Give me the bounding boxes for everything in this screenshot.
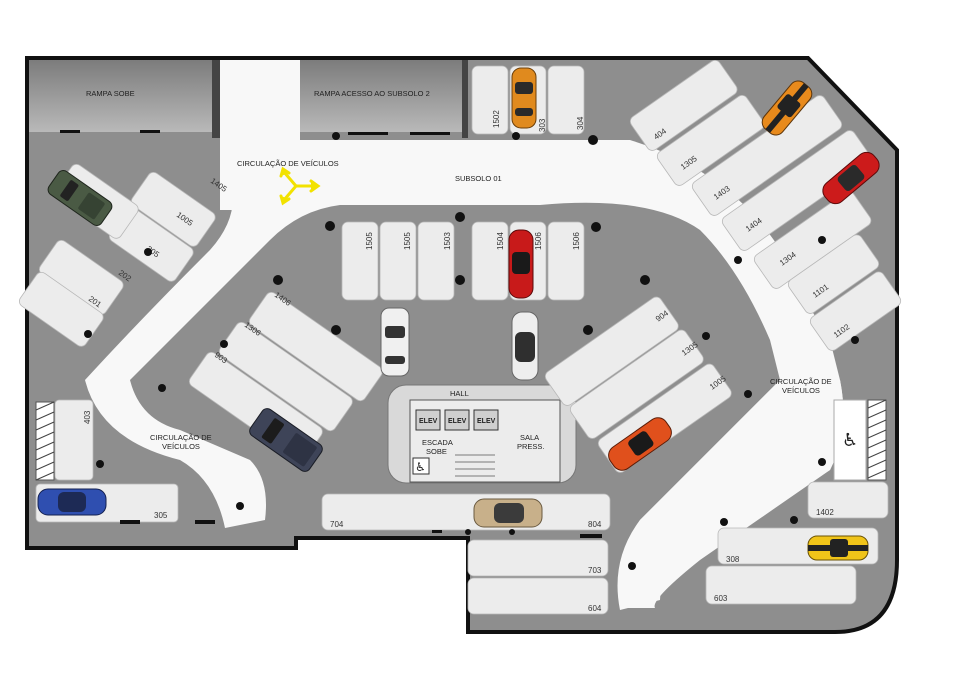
navy-pickup xyxy=(249,408,323,472)
hall-label: HALL xyxy=(450,389,469,398)
ramp-access-subsolo-2 xyxy=(300,60,466,132)
space-404 xyxy=(629,60,738,151)
svg-text:♿: ♿ xyxy=(415,460,426,474)
svg-text:604: 604 xyxy=(588,604,602,613)
svg-text:704: 704 xyxy=(330,520,344,529)
direction-arrows-icon xyxy=(279,166,321,206)
svg-text:1502: 1502 xyxy=(492,110,501,128)
wheelchair-icon: ♿ xyxy=(842,430,858,451)
circulation-top-label: CIRCULAÇÃO DE VEÍCULOS xyxy=(237,159,339,168)
svg-text:1506: 1506 xyxy=(534,232,543,250)
ramp-access-label: RAMPA ACESSO AO SUBSOLO 2 xyxy=(314,89,430,98)
svg-text:1505: 1505 xyxy=(365,232,374,250)
ramp-up xyxy=(29,60,219,132)
stairs xyxy=(455,454,495,477)
stairs-label-2: SOBE xyxy=(426,447,447,456)
beige-car xyxy=(473,498,543,528)
vehicle-circulation xyxy=(85,60,844,610)
red-convertible xyxy=(508,229,534,299)
svg-text:703: 703 xyxy=(588,566,602,575)
svg-text:1504: 1504 xyxy=(496,232,505,250)
circulation-right-label-2: VEÍCULOS xyxy=(782,386,820,395)
blue-car xyxy=(37,488,107,516)
elevator-2-label: ELEV xyxy=(448,418,467,425)
svg-text:1503: 1503 xyxy=(443,232,452,250)
svg-text:♿: ♿ xyxy=(842,430,858,451)
elevator-3-label: ELEV xyxy=(477,418,496,425)
wheelchair-icon: ♿ xyxy=(412,457,430,475)
pressure-room-label: SALA xyxy=(520,433,539,442)
space-201 xyxy=(19,271,104,347)
level-label: SUBSOLO 01 xyxy=(455,174,502,183)
wall-markers xyxy=(60,130,602,538)
dark-green-suv xyxy=(47,170,113,226)
pressure-room-label-2: PRESS. xyxy=(517,442,545,451)
accessible-space-right xyxy=(833,399,887,481)
white-suv xyxy=(380,307,410,377)
orange-car xyxy=(511,67,537,129)
circulation-left-label-2: VEÍCULOS xyxy=(162,442,200,451)
ramp-up-label: RAMPA SOBE xyxy=(86,89,135,98)
red-sedan xyxy=(822,151,880,205)
cars xyxy=(37,67,880,561)
parking-spaces xyxy=(19,60,902,615)
space-304 xyxy=(547,65,585,135)
orange-convertible xyxy=(608,417,672,471)
stairs-label: ESCADA xyxy=(422,438,453,447)
white-sedan xyxy=(511,311,539,381)
yellow-sports-car xyxy=(807,535,869,561)
svg-text:1506: 1506 xyxy=(572,232,581,250)
svg-text:804: 804 xyxy=(588,520,602,529)
space-1403 xyxy=(691,95,843,216)
space-1405 xyxy=(131,171,216,247)
circulation-left-label-1: CIRCULAÇÃO DE xyxy=(150,433,212,442)
space-1502 xyxy=(471,65,509,135)
svg-text:1402: 1402 xyxy=(816,508,834,517)
elevator-1-label: ELEV xyxy=(419,418,438,425)
svg-text:308: 308 xyxy=(726,555,740,564)
space-1102 xyxy=(809,271,902,351)
svg-text:305: 305 xyxy=(154,511,168,520)
svg-text:403: 403 xyxy=(83,410,92,424)
svg-text:1505: 1505 xyxy=(403,232,412,250)
svg-text:603: 603 xyxy=(714,594,728,603)
accessible-space-left xyxy=(35,401,55,481)
circulation-right-label-1: CIRCULAÇÃO DE xyxy=(770,377,832,386)
pillars xyxy=(84,132,859,570)
space-1305 xyxy=(656,95,765,186)
space-1101 xyxy=(787,234,880,314)
space-1404 xyxy=(721,130,873,251)
svg-text:303: 303 xyxy=(538,118,547,132)
svg-text:304: 304 xyxy=(576,116,585,130)
orange-striped-car xyxy=(761,80,813,136)
